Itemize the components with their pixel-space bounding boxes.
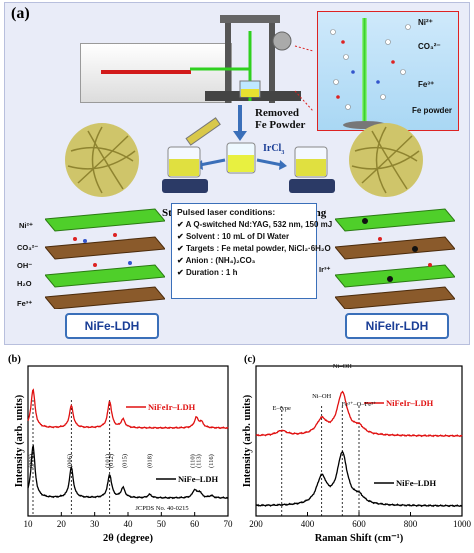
inset-label-ni: Ni²⁺ [418,18,433,27]
nifeir-ldh-name-box: NiFeIr-LDH [345,313,449,339]
x-tick-label: 70 [224,519,234,529]
x-tick-label: 40 [124,519,134,529]
legend-label: NiFe–LDH [396,478,437,488]
inset-label-co3: CO₃²⁻ [418,42,441,51]
legend-label: NiFe–LDH [178,474,219,484]
inset-label-fe: Fe³⁺ [418,80,435,89]
condition-text: Duration : 1 h [185,268,238,277]
peak-annotation: Ni–OH [333,363,352,370]
hkl-label: (116) [208,454,215,468]
xrd-chart-panel: (b) NiFeIr–LDH NiFe–LDH 10 20 30 40 50 60 70 2θ (d… [2,348,234,553]
x-tick-label: 1000 [453,519,472,529]
condition-text: Targets : Fe metal powder, NiCl₂·6H₂O [185,244,331,253]
series-line-nife [27,444,229,500]
condition-row: ✔ Duration : 1 h [177,268,238,277]
x-tick-label: 400 [301,519,315,529]
condition-text: A Q-switched Nd:YAG, 532 nm, 150 mJ [185,220,333,229]
inset-label-fe-powder: Fe powder [412,106,453,115]
panel-label: (b) [8,354,21,365]
hkl-label: (018) [146,454,153,468]
legend-label: NiFeIr–LDH [386,398,434,408]
hkl-label: (101) [105,454,112,468]
panel-a-schematic: (a) Ni²⁺ CO₃²⁻ Fe³⁺ [4,2,470,345]
ircl3-text: IrCl [263,143,282,154]
hkl-label: (012) [108,454,115,468]
ion-label-ni: Ni²⁺ [19,221,33,230]
x-axis-label: 2θ (degree) [103,533,153,544]
x-tick-label: 800 [404,519,418,529]
panel-a-label: (a) [11,5,30,22]
series-line-nife [255,450,463,508]
y-axis-label: Intensity (arb. units) [14,394,25,487]
laser-unit [80,43,232,103]
plot-frame [27,365,229,517]
reference-card-label: JCPDS No. 40-0215 [135,505,188,512]
x-tick-label: 50 [157,519,167,529]
condition-text: Solvent : 10 mL of DI Water [185,232,290,241]
x-axis-label: Raman Shift (cm⁻¹) [315,533,404,544]
hkl-label: (003) [28,454,35,468]
ion-label-ir: Ir³⁺ [319,265,331,274]
ion-label-oh: OH⁻ [17,261,33,270]
nifeir-ldh-layers [335,208,455,309]
plot-frame [255,365,463,517]
process-arrows [185,105,287,174]
legend-label: NiFeIr–LDH [148,402,196,412]
hkl-label: (113) [196,454,203,468]
removed-fe-powder-label: Removed Fe Powder [255,107,306,131]
peak-annotation: Ni–OH [312,393,331,400]
ion-label-co3: CO₃²⁻ [17,243,39,252]
series-line-nifeir [27,388,229,430]
hkl-label: (006) [66,454,73,468]
condition-text: Anion : (NH₄)₂CO₃ [185,256,256,265]
x-tick-label: 30 [90,519,100,529]
condition-row: ✔ Targets : Fe metal powder, NiCl₂·6H₂O [177,244,331,253]
x-tick-label: 20 [57,519,67,529]
condition-row: ✔ A Q-switched Nd:YAG, 532 nm, 150 mJ [177,220,333,229]
pulsed-laser-conditions-box: Pulsed laser conditions: ✔ A Q-switched … [171,203,333,299]
ion-label-h2o: H₂O [17,279,32,288]
ircl3-label: IrCl3 [263,143,284,156]
hkl-label: (015) [121,454,128,468]
condition-row: ✔ Anion : (NH₄)₂CO₃ [177,256,256,265]
nife-nanoflower-image [65,123,139,197]
conditions-title: Pulsed laser conditions: [177,207,276,217]
nife-ldh-layers [45,208,165,309]
ircl3-subscript: 3 [281,150,285,156]
stirrer-right [289,146,335,193]
raman-chart: (c) NiFeIr–LDH NiFe–LDH 200 400 600 800 1000Ram… [242,354,472,544]
laser-beam [362,18,367,122]
laser-stripe [101,70,191,74]
condition-row: ✔ Solvent : 10 mL of DI Water [177,232,290,241]
stirrer-left [162,146,208,193]
nifeir-nanoflower-image [349,123,423,197]
x-tick-label: 60 [190,519,200,529]
ion-label-fe: Fe³⁺ [17,299,33,308]
x-tick-label: 10 [24,519,34,529]
x-tick-label: 600 [352,519,366,529]
xrd-chart: (b) NiFeIr–LDH NiFe–LDH 10 20 30 40 50 60 70 2θ (d… [8,354,234,544]
x-tick-label: 200 [249,519,263,529]
peak-annotation: E–type [273,405,292,412]
nife-ldh-name-box: NiFe-LDH [65,313,159,339]
optical-setup-illustration [190,15,314,112]
y-axis-label: Intensity (arb. units) [242,394,253,487]
hkl-label: (110) [190,454,197,468]
laser-ablation-inset: Ni²⁺ CO₃²⁻ Fe³⁺ Fe powder [317,11,459,131]
peak-annotation: Fe³⁺–O–Fe³⁺ [342,401,378,408]
panel-label: (c) [244,354,256,365]
series-line-nifeir [255,390,463,438]
